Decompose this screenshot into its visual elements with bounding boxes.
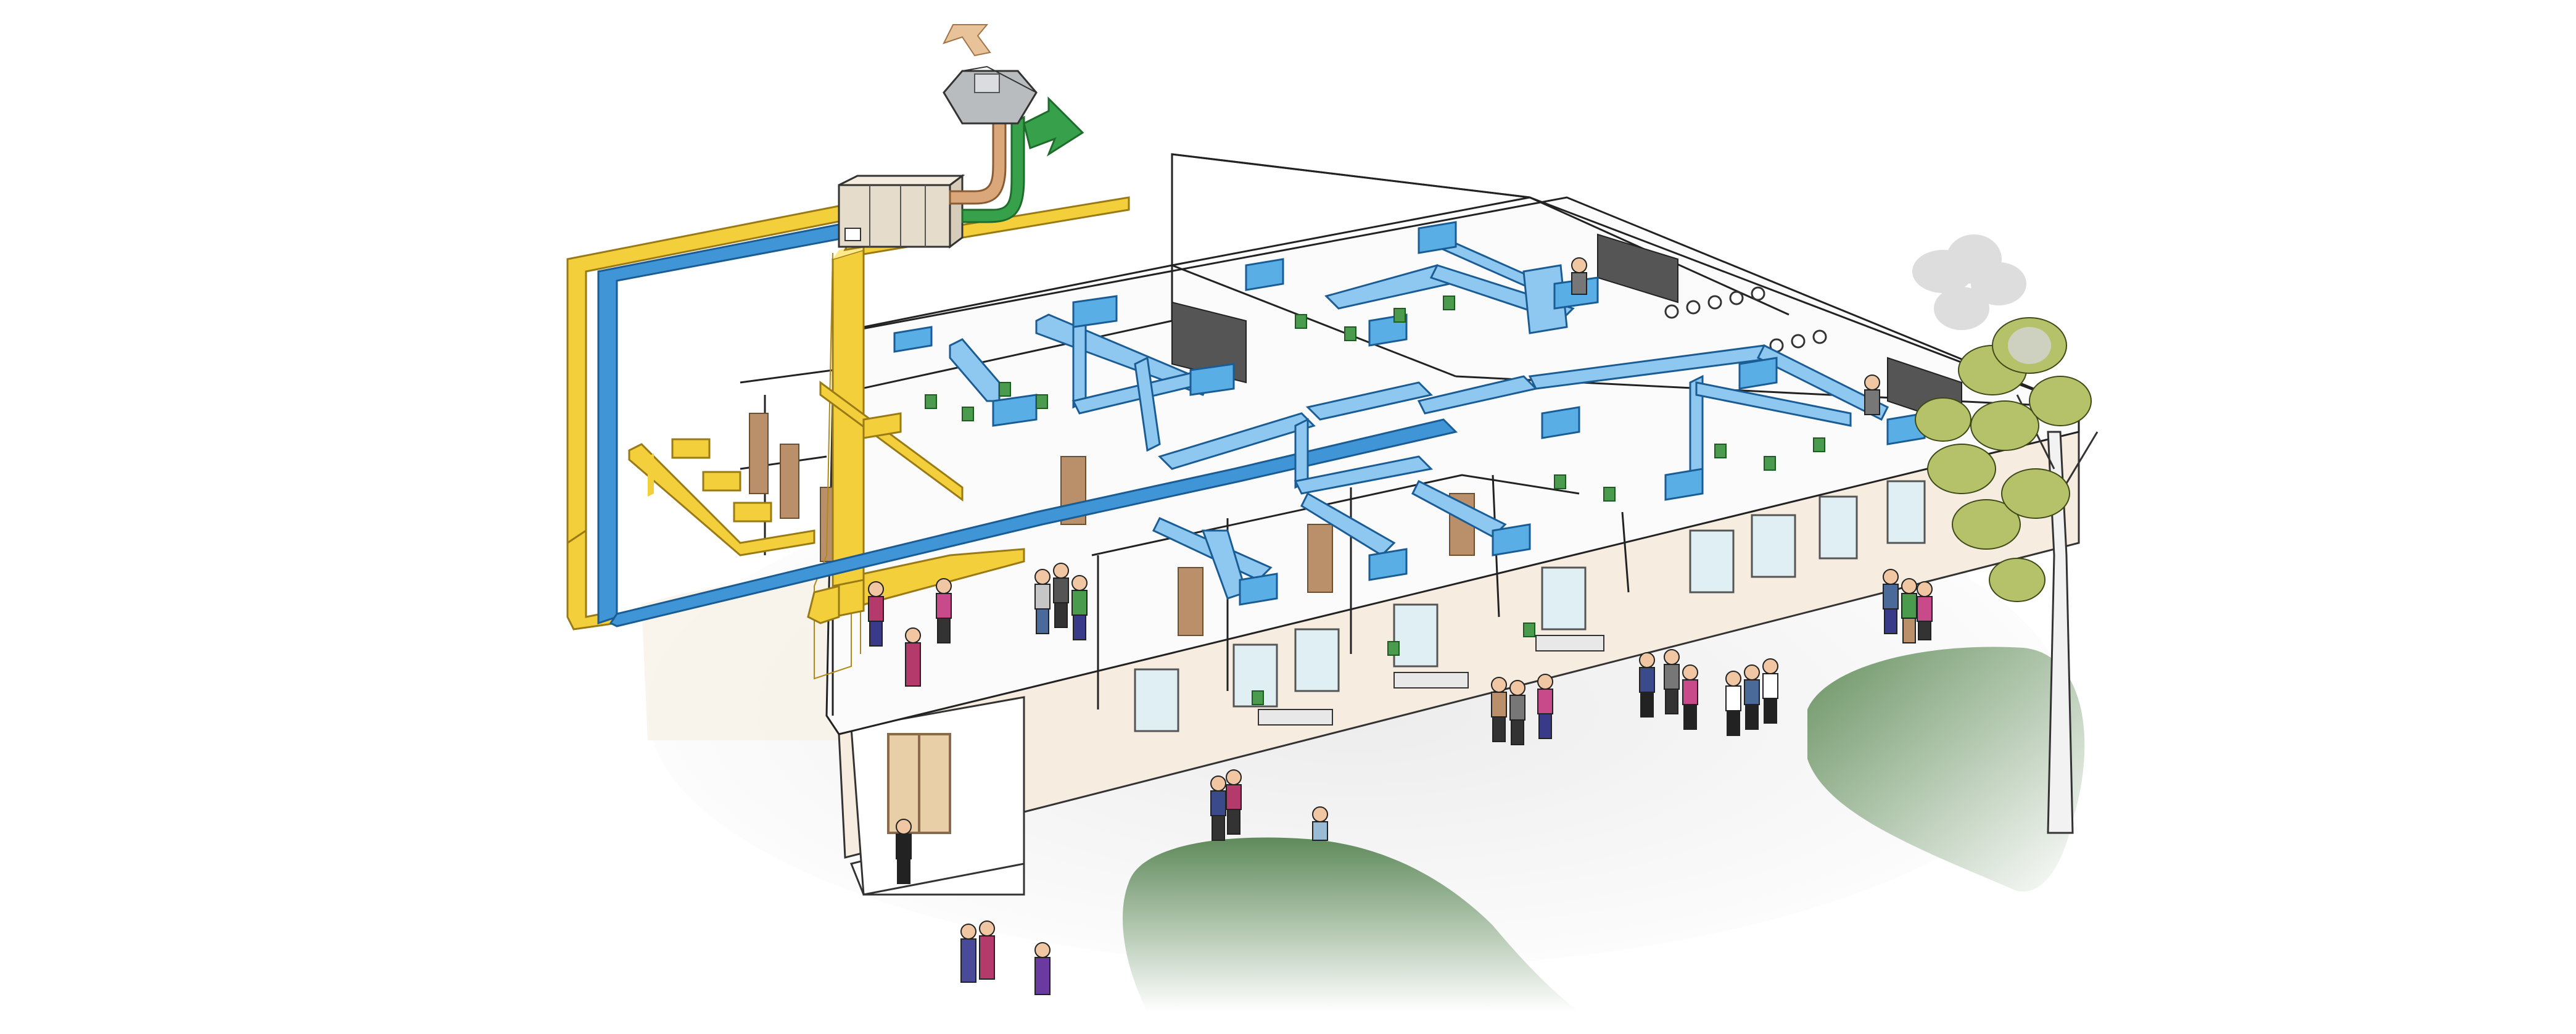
person: [1571, 257, 1587, 295]
person: [1864, 374, 1880, 415]
person: [1226, 769, 1242, 835]
person: [979, 920, 995, 980]
fresh-air-arrow-icon: [1023, 96, 1084, 157]
person: [868, 581, 884, 647]
lawn-front: [1123, 837, 1579, 1012]
person: [1883, 569, 1899, 634]
person: [1537, 674, 1553, 739]
person: [1509, 680, 1525, 745]
person: [936, 578, 952, 643]
exhaust-air-duct: [949, 115, 1007, 205]
person: [1901, 578, 1917, 643]
classroom-chairs: [925, 296, 1825, 705]
people: [868, 257, 1933, 995]
person: [1744, 664, 1760, 730]
person: [1664, 649, 1680, 714]
person: [1210, 776, 1226, 841]
person: [1071, 575, 1088, 640]
supply-duct-main: [609, 418, 1458, 627]
person: [896, 819, 912, 884]
air-handling-unit: [838, 174, 965, 249]
radiators: [1258, 635, 1604, 726]
person: [1639, 652, 1655, 718]
lawn-right: [1807, 647, 2085, 892]
person: [1312, 806, 1328, 841]
person: [1034, 569, 1051, 634]
interior-walls: [740, 153, 2079, 716]
person: [960, 924, 976, 983]
supply-duct-branches: [949, 239, 1889, 600]
tree: [1915, 317, 2099, 834]
person: [905, 627, 921, 687]
person: [1762, 658, 1778, 724]
person: [1034, 942, 1051, 995]
person: [1682, 664, 1698, 730]
person: [1053, 563, 1069, 628]
exhaust-air-arrow-icon: [943, 24, 991, 57]
roof-unit: [943, 65, 1038, 125]
person: [1725, 671, 1741, 736]
person: [1491, 677, 1507, 742]
fresh-air-duct: [961, 115, 1025, 223]
smoke-cloud: [1912, 234, 2051, 364]
building-facade: [838, 418, 2080, 896]
person: [1917, 581, 1933, 640]
